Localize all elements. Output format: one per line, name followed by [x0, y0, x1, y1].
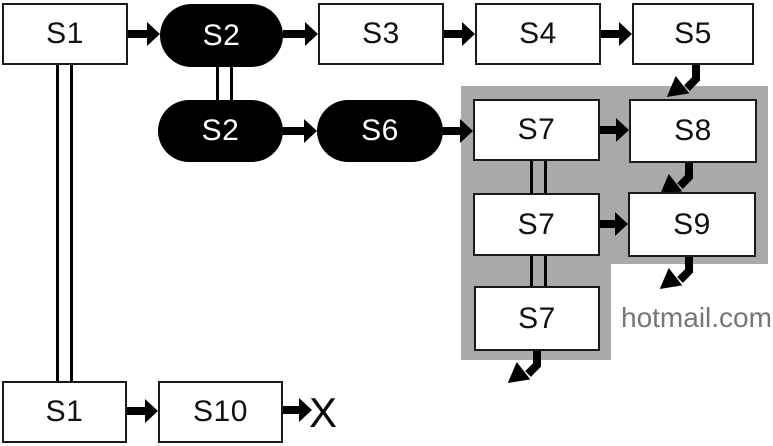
node-label: S6 [361, 114, 399, 147]
elbow-arrow-s5-to-s8 [666, 64, 700, 98]
elbow-arrow-s7-exit [507, 350, 541, 384]
arrow-s2-to-s3 [283, 22, 318, 46]
node-label: S4 [519, 17, 557, 50]
arrow-shaft [128, 30, 149, 38]
node-label: S7 [518, 301, 556, 335]
double-link-s2-s2 [216, 66, 233, 101]
node-s7-row2: S7 [473, 193, 600, 256]
domain-label: hotmail.com [621, 302, 772, 333]
arrow-head-icon [299, 398, 312, 422]
arrow-s4-to-s5 [600, 22, 632, 46]
arrow-head-icon [145, 399, 158, 423]
arrow-s1-to-s10 [127, 399, 158, 423]
arrow-head-icon [305, 22, 318, 46]
arrow-head-icon [460, 119, 473, 143]
node-s1-bottom: S1 [2, 381, 127, 443]
node-s1-top: S1 [2, 3, 128, 65]
node-label: S2 [201, 114, 240, 147]
node-s3: S3 [318, 3, 444, 65]
elbow-arrow-s8-to-s9 [659, 162, 693, 196]
node-label: S8 [674, 114, 712, 147]
double-link-s7-s7-lower [530, 255, 547, 287]
arrow-head-icon [616, 118, 629, 142]
arrow-shaft [600, 126, 618, 134]
node-label: S9 [673, 207, 711, 241]
terminator-x: X [309, 389, 338, 436]
node-s4: S4 [475, 3, 601, 65]
node-label: S7 [517, 207, 556, 241]
node-s7-row1: S7 [473, 99, 600, 161]
arrow-s10-to-x [283, 398, 312, 422]
node-s2-mid: S2 [158, 100, 283, 162]
arrow-shaft [283, 406, 301, 414]
node-label: S1 [46, 17, 84, 50]
node-label: S3 [362, 17, 400, 50]
arrow-shaft [127, 407, 147, 415]
node-label: S10 [193, 395, 248, 428]
elbow-arrow-s9-exit [659, 256, 693, 290]
arrow-shaft [443, 30, 464, 38]
arrow-head-icon [462, 22, 475, 46]
double-link-s1-s1 [56, 65, 73, 381]
node-label: S7 [517, 113, 556, 146]
arrow-s7-to-s8 [600, 118, 629, 142]
arrow-s6-to-s7 [443, 119, 473, 143]
arrow-head-icon [147, 22, 160, 46]
node-s5: S5 [632, 3, 754, 65]
arrow-shaft [283, 127, 306, 135]
arrow-s3-to-s4 [443, 22, 475, 46]
arrow-shaft [600, 220, 617, 228]
node-s9: S9 [628, 192, 756, 257]
double-link-s7-s7-upper [530, 160, 547, 194]
node-s6: S6 [317, 100, 443, 162]
arrow-shaft [443, 127, 462, 135]
node-s7-row3: S7 [474, 286, 600, 351]
arrow-head-icon [619, 22, 632, 46]
arrow-s2-to-s6 [283, 119, 317, 143]
arrow-s7-to-s9 [600, 212, 628, 236]
node-label: S2 [202, 18, 241, 52]
arrow-head-icon [615, 212, 628, 236]
arrow-s1-to-s2 [128, 22, 160, 46]
node-s8: S8 [629, 99, 757, 163]
node-s10: S10 [158, 381, 283, 443]
arrow-head-icon [304, 119, 317, 143]
arrow-shaft [283, 30, 307, 38]
node-label: S1 [45, 395, 84, 428]
node-s2-top: S2 [160, 4, 283, 67]
arrow-shaft [600, 30, 621, 38]
node-label: S5 [674, 17, 712, 50]
